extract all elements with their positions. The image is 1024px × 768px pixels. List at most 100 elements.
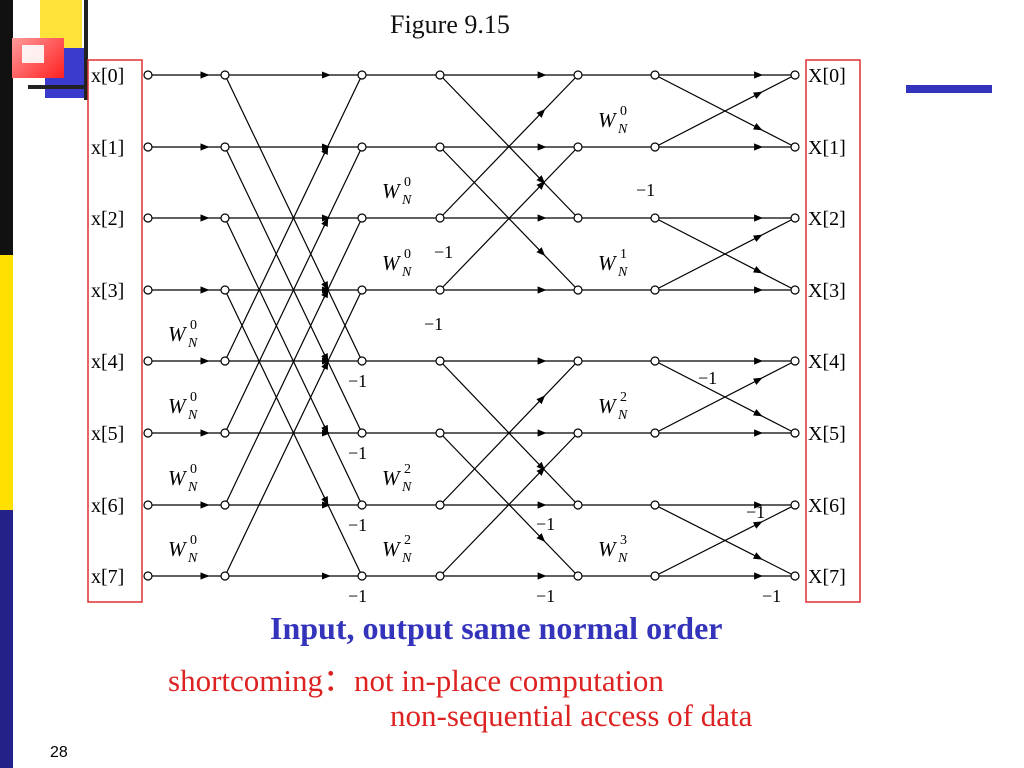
twiddle-s3-3-w: W: [598, 537, 618, 561]
node-c4-r7: [573, 571, 583, 581]
node-c0-r2: [143, 213, 153, 223]
node-c1-r0: [220, 70, 230, 80]
minus-s3-3: −1: [762, 586, 781, 606]
stage1-cross-4-arrow: [321, 280, 329, 291]
input-label-4: x[4]: [91, 351, 124, 373]
node-c1-r4: [220, 356, 230, 366]
node-c1-r3: [220, 285, 230, 295]
stage3-cross-5: [654, 360, 796, 434]
stage3-cross-3-arrow: [752, 266, 763, 274]
node-c2-r4: [357, 356, 367, 366]
stage2-cross-4-arrow: [536, 395, 546, 405]
node-c4-r2: [573, 213, 583, 223]
shortcoming-1: not in-place computation: [354, 663, 664, 698]
output-label-6: X[6]: [808, 495, 846, 517]
node-c6-r1: [790, 142, 800, 152]
output-label-0: X[0]: [808, 65, 846, 87]
node-c3-r6: [435, 500, 445, 510]
twiddle-s3-3-sup: 3: [620, 533, 627, 548]
stage1-cross-3-arrow: [321, 360, 329, 371]
node-c0-r0: [143, 70, 153, 80]
node-c0-r4: [143, 356, 153, 366]
stage2-cross-2: [439, 74, 579, 219]
twiddle-s2-2-sub: N: [401, 480, 412, 495]
shortcoming-prefix: shortcoming：: [168, 663, 354, 698]
node-c5-r7: [650, 571, 660, 581]
input-label-2: x[2]: [91, 208, 124, 230]
node-c2-r1: [357, 142, 367, 152]
corner-vertical-line: [84, 0, 88, 100]
node-c6-r7: [790, 571, 800, 581]
twiddle-s1-1-w: W: [168, 394, 188, 418]
twiddle-s2-2-w: W: [382, 466, 402, 490]
output-label-7: X[7]: [808, 566, 846, 588]
node-c1-r7: [220, 571, 230, 581]
minus-s1-1: −1: [348, 443, 367, 463]
node-c1-r6: [220, 500, 230, 510]
node-c4-r0: [573, 70, 583, 80]
node-c3-r4: [435, 356, 445, 366]
twiddle-s2-2-sup: 2: [404, 462, 411, 477]
node-c3-r0: [435, 70, 445, 80]
stage2-cross-6: [439, 360, 579, 506]
output-label-2: X[2]: [808, 208, 846, 230]
node-c4-r4: [573, 356, 583, 366]
node-c6-r2: [790, 213, 800, 223]
node-c0-r5: [143, 428, 153, 438]
node-c5-r4: [650, 356, 660, 366]
twiddle-s1-0-w: W: [168, 322, 188, 346]
stage3-cross-0-arrow: [752, 91, 763, 99]
caption-main: Input, output same normal order: [270, 610, 723, 646]
node-c4-r1: [573, 142, 583, 152]
stage3-cross-6-arrow: [752, 521, 763, 529]
twiddle-s2-0-sup: 0: [404, 175, 411, 190]
node-c2-r2: [357, 213, 367, 223]
minus-s2-2: −1: [536, 514, 555, 534]
stage2-cross-0-arrow: [536, 108, 546, 118]
corner-horizontal-line: [28, 85, 88, 89]
twiddle-s3-0-w: W: [598, 108, 618, 132]
input-label-1: x[1]: [91, 137, 124, 159]
node-c6-r3: [790, 285, 800, 295]
node-c6-r0: [790, 70, 800, 80]
node-c3-r3: [435, 285, 445, 295]
twiddle-s2-1-sub: N: [401, 265, 412, 280]
twiddle-s1-3-w: W: [168, 537, 188, 561]
input-label-0: x[0]: [91, 65, 124, 87]
stage1-cross-6: [224, 217, 363, 506]
stage2-cross-7-arrow: [536, 533, 546, 543]
twiddle-s1-0-sup: 0: [190, 318, 197, 333]
twiddle-s3-1-sub: N: [617, 265, 628, 280]
output-box: [805, 59, 861, 603]
node-c3-r7: [435, 571, 445, 581]
stage2-cross-2-arrow: [536, 175, 546, 185]
stage1-cross-6-arrow: [321, 424, 329, 435]
stage1-cross-4: [224, 74, 363, 362]
stage1-cross-7-arrow: [321, 495, 329, 506]
node-c1-r2: [220, 213, 230, 223]
input-box: [87, 59, 143, 603]
minus-s2-1: −1: [424, 314, 443, 334]
node-c5-r6: [650, 500, 660, 510]
left-bar-navy: [0, 510, 13, 768]
flow-arrows: [200, 71, 764, 580]
stage3-cross-3: [654, 217, 796, 291]
node-c1-r1: [220, 142, 230, 152]
twiddle-s3-2-w: W: [598, 394, 618, 418]
node-c2-r7: [357, 571, 367, 581]
stage2-cross-6-arrow: [536, 461, 546, 471]
stage3-cross-1: [654, 74, 796, 148]
output-label-1: X[1]: [808, 137, 846, 159]
twiddle-s2-1-sup: 0: [404, 247, 411, 262]
node-c5-r0: [650, 70, 660, 80]
node-c1-r5: [220, 428, 230, 438]
node-c2-r6: [357, 500, 367, 510]
caption-shortcoming-2: non-sequential access of data: [390, 698, 753, 733]
minus-s1-3: −1: [348, 586, 367, 606]
stage2-cross-5-arrow: [536, 466, 546, 476]
node-c5-r3: [650, 285, 660, 295]
node-c3-r5: [435, 428, 445, 438]
node-c4-r5: [573, 428, 583, 438]
page-number: 28: [50, 744, 68, 761]
node-c5-r1: [650, 142, 660, 152]
